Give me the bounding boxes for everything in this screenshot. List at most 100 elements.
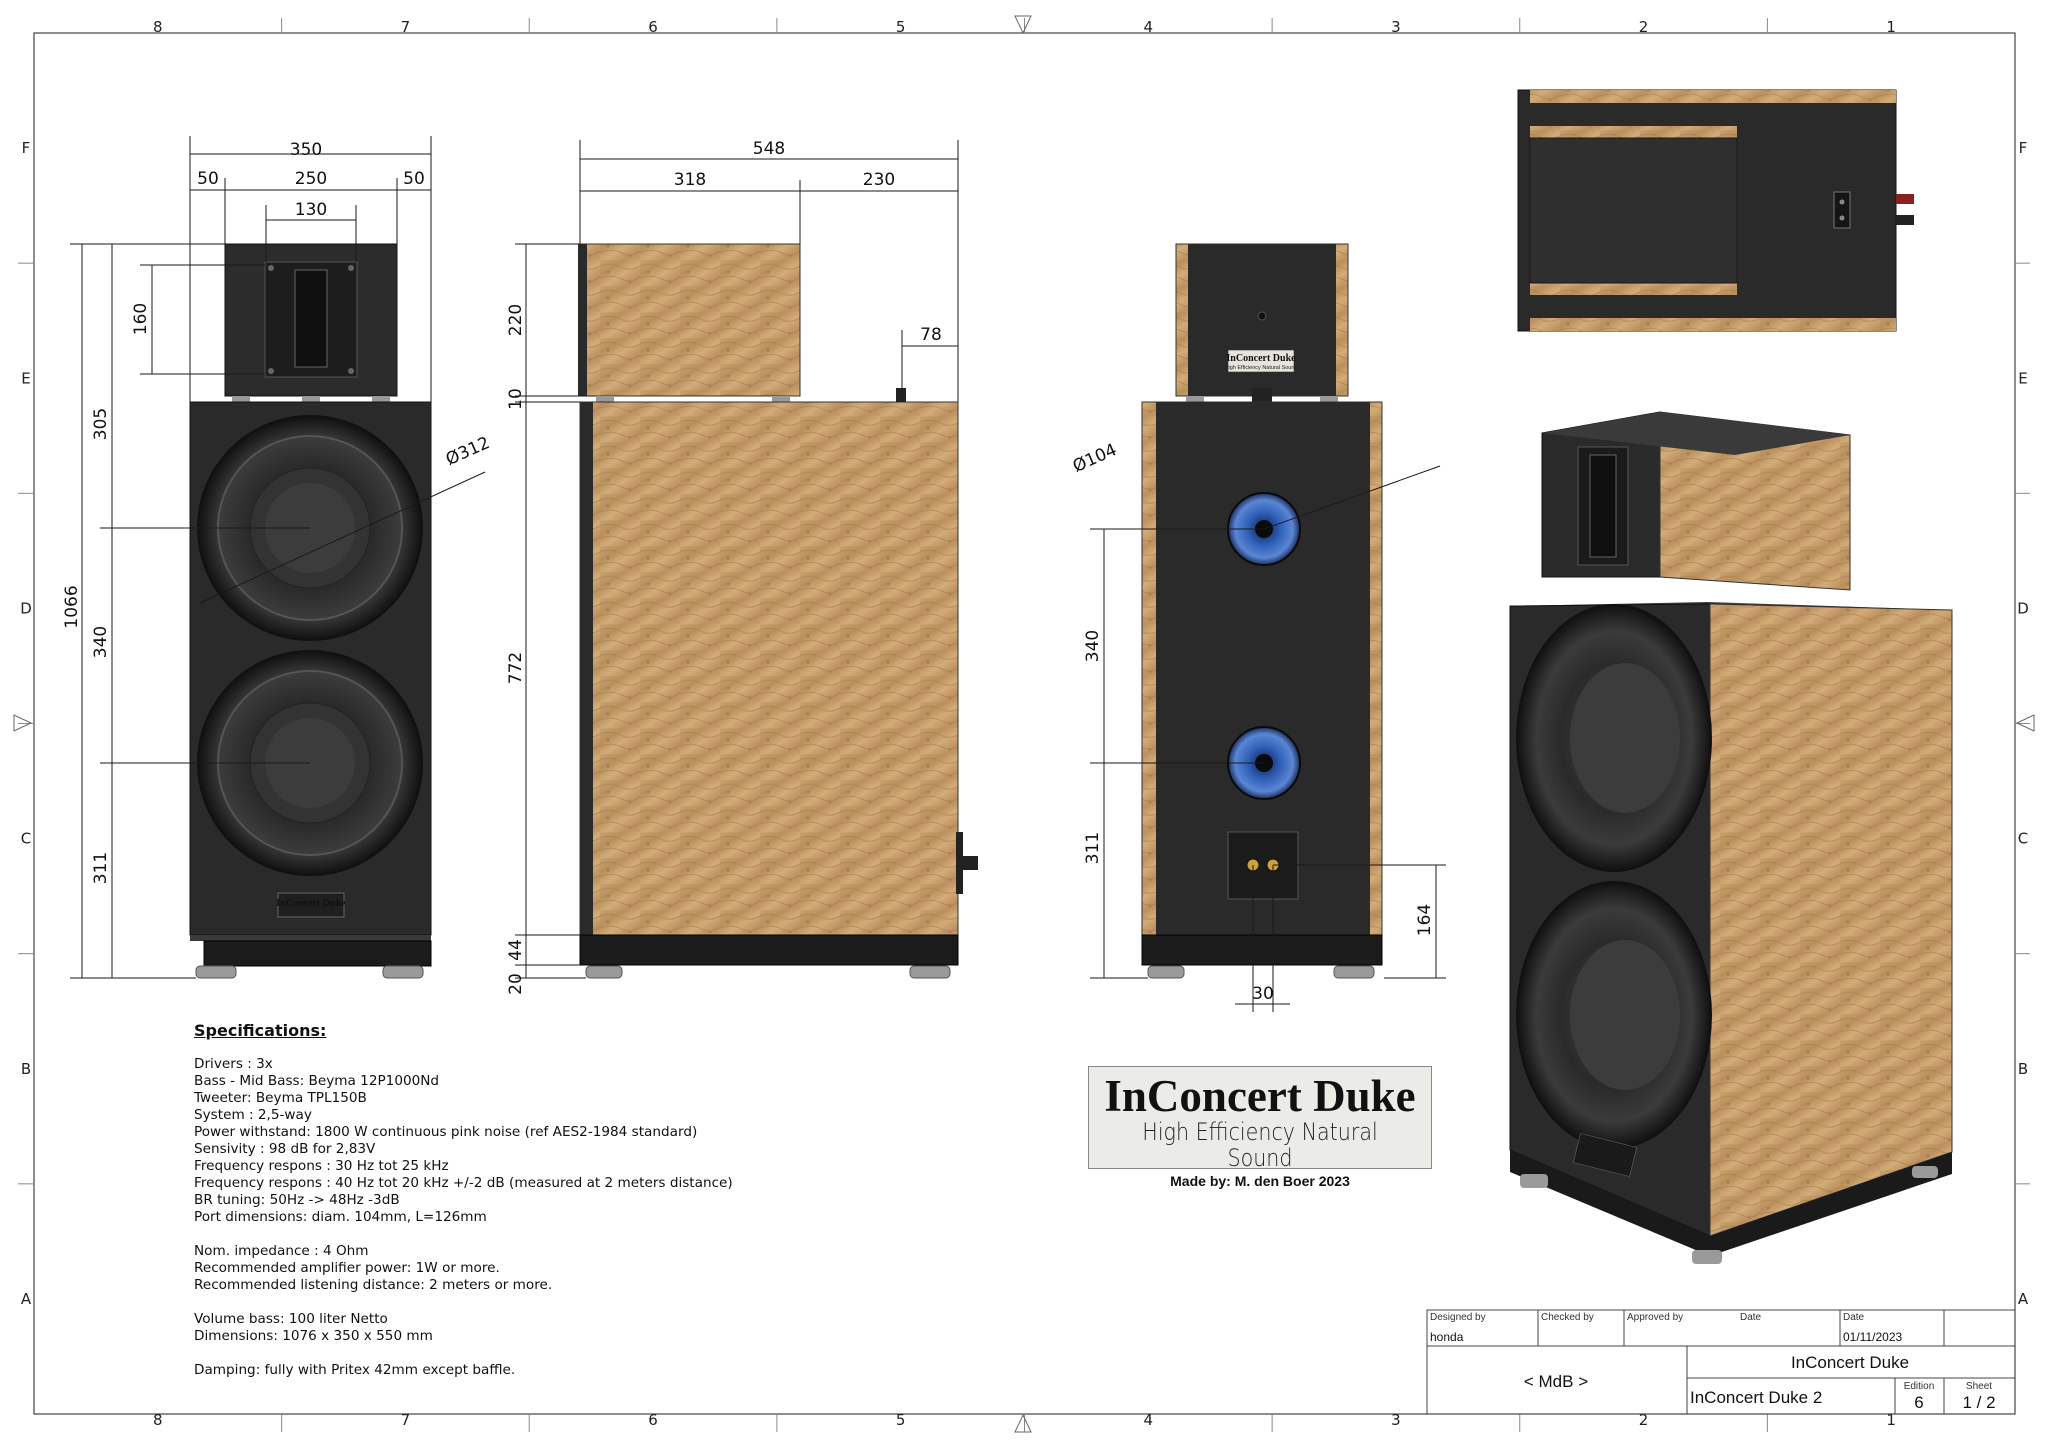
- dim-feet: 20: [506, 973, 526, 995]
- dim-terminal-offset: 78: [920, 325, 942, 345]
- dim-terminal-height: 164: [1415, 904, 1435, 936]
- zone-label: 2: [1639, 1411, 1649, 1429]
- spec-line: Volume bass: 100 liter Netto: [194, 1311, 388, 1327]
- spec-line: Damping: fully with Pritex 42mm except b…: [194, 1362, 516, 1378]
- title-block: Designed by honda Checked by Approved by…: [1426, 1309, 2016, 1415]
- spec-line: Dimensions: 1076 x 350 x 550 mm: [194, 1328, 433, 1344]
- zone-label: 4: [1144, 1411, 1154, 1429]
- dim-plinth: 44: [506, 939, 526, 961]
- front-view: InConcert Duke: [189, 243, 432, 979]
- side-view: [578, 243, 978, 979]
- spec-spacer: [194, 1294, 814, 1311]
- spec-line: Frequency respons : 30 Hz tot 25 kHz: [194, 1158, 449, 1174]
- dim-side-right: 50: [403, 169, 425, 189]
- company-name: < MdB >: [1524, 1372, 1588, 1391]
- zone-label: A: [21, 1290, 32, 1308]
- document-name: InConcert Duke 2: [1690, 1388, 1822, 1407]
- zone-label: D: [20, 599, 32, 617]
- zone-label: D: [2017, 599, 2029, 617]
- zone-label: 4: [1144, 18, 1154, 36]
- spec-line: System : 2,5-way: [194, 1107, 312, 1123]
- zone-label: 5: [896, 1411, 906, 1429]
- spec-line: BR tuning: 50Hz -> 48Hz -3dB: [194, 1192, 400, 1208]
- isometric-view: [1509, 411, 1953, 1264]
- edition-value: 6: [1914, 1393, 1923, 1412]
- spec-line: Tweeter: Beyma TPL150B: [194, 1090, 367, 1106]
- dim-terminal-spacing: 30: [1252, 984, 1274, 1004]
- sheet-label: Sheet: [1966, 1381, 1992, 1392]
- sheet-value: 1 / 2: [1962, 1393, 1995, 1412]
- brand-title: InConcert Duke: [1104, 1071, 1416, 1121]
- dim-tweeter-to-woofer: 305: [91, 408, 111, 440]
- zone-label: F: [22, 139, 31, 157]
- dim-tweeter-height: 160: [131, 303, 151, 335]
- spec-line: Recommended listening distance: 2 meters…: [194, 1277, 553, 1293]
- zone-label: 8: [153, 1411, 163, 1429]
- brand-label: InConcert Duke High Efficiency Natural S…: [1088, 1066, 1432, 1189]
- dim-port-spacing: 340: [1083, 630, 1103, 662]
- zone-label: 1: [1886, 1411, 1896, 1429]
- zone-label: C: [21, 830, 31, 848]
- zone-label: 7: [401, 1411, 411, 1429]
- dim-inner-width: 250: [295, 169, 327, 189]
- zone-label: B: [21, 1060, 31, 1078]
- zone-label: F: [2019, 139, 2028, 157]
- rear-badge-subtitle: High Efficiency Natural Sound: [1225, 365, 1298, 371]
- spec-line: Power withstand: 1800 W continuous pink …: [194, 1124, 698, 1140]
- zone-label: A: [2018, 1290, 2029, 1308]
- zone-label: 3: [1391, 18, 1401, 36]
- zone-label: 2: [1639, 18, 1649, 36]
- dim-woofer-diameter: Ø312: [443, 433, 493, 470]
- date-label: Date: [1843, 1312, 1865, 1323]
- spec-line: Nom. impedance : 4 Ohm: [194, 1243, 369, 1259]
- spec-line: Drivers : 3x: [194, 1056, 273, 1072]
- date-value: 01/11/2023: [1843, 1330, 1902, 1344]
- brand-made-by: Made by: M. den Boer 2023: [1170, 1173, 1350, 1189]
- designed-by-value: honda: [1430, 1330, 1464, 1344]
- zone-label: 6: [648, 1411, 658, 1429]
- zone-label: 5: [896, 18, 906, 36]
- dim-spacer: 10: [506, 388, 526, 410]
- spec-line: Port dimensions: diam. 104mm, L=126mm: [194, 1209, 487, 1225]
- approval-date-label: Date: [1740, 1312, 1762, 1323]
- dim-port-to-floor: 311: [1083, 832, 1103, 864]
- spec-spacer: [194, 1345, 814, 1362]
- zone-label: 8: [153, 18, 163, 36]
- front-cabinet-badge: InConcert Duke: [276, 898, 346, 909]
- rear-view: InConcert Duke High Efficiency Natural S…: [1141, 243, 1383, 979]
- dim-port-diameter: Ø104: [1070, 440, 1120, 477]
- zone-label: 7: [401, 18, 411, 36]
- dim-top-depth: 318: [674, 170, 706, 190]
- zone-label: E: [2018, 369, 2027, 387]
- zone-label: 6: [648, 18, 658, 36]
- brand-subtitle: High Efficiency Natural Sound: [1142, 1118, 1378, 1172]
- dim-tweeter-width: 130: [295, 200, 327, 220]
- spec-line: Bass - Mid Bass: Beyma 12P1000Nd: [194, 1073, 440, 1089]
- rear-badge-title: InConcert Duke: [1226, 353, 1296, 364]
- specifications-title: Specifications:: [194, 1021, 327, 1040]
- dim-overall-height: 1066: [62, 585, 82, 628]
- spec-line: Frequency respons : 40 Hz tot 20 kHz +/-…: [194, 1175, 733, 1191]
- dim-top-height: 220: [506, 304, 526, 336]
- dim-overall-depth: 548: [753, 139, 785, 159]
- dimension-lines: [70, 136, 1446, 1012]
- checked-by-label: Checked by: [1541, 1312, 1594, 1323]
- edition-label: Edition: [1904, 1381, 1935, 1392]
- zone-label: C: [2018, 830, 2028, 848]
- dim-rear-offset: 230: [863, 170, 895, 190]
- zone-label: 1: [1886, 18, 1896, 36]
- zone-label: B: [2018, 1060, 2028, 1078]
- spec-line: Recommended amplifier power: 1W or more.: [194, 1260, 500, 1276]
- zone-label: E: [21, 369, 30, 387]
- dim-side-left: 50: [197, 169, 219, 189]
- zone-label: 3: [1391, 1411, 1401, 1429]
- dim-woofer-spacing: 340: [91, 626, 111, 658]
- dim-overall-width: 350: [290, 140, 322, 160]
- spec-spacer: [194, 1226, 814, 1243]
- designed-by-label: Designed by: [1430, 1312, 1486, 1323]
- top-view: [1517, 89, 1914, 332]
- drawing-title: InConcert Duke: [1791, 1353, 1909, 1372]
